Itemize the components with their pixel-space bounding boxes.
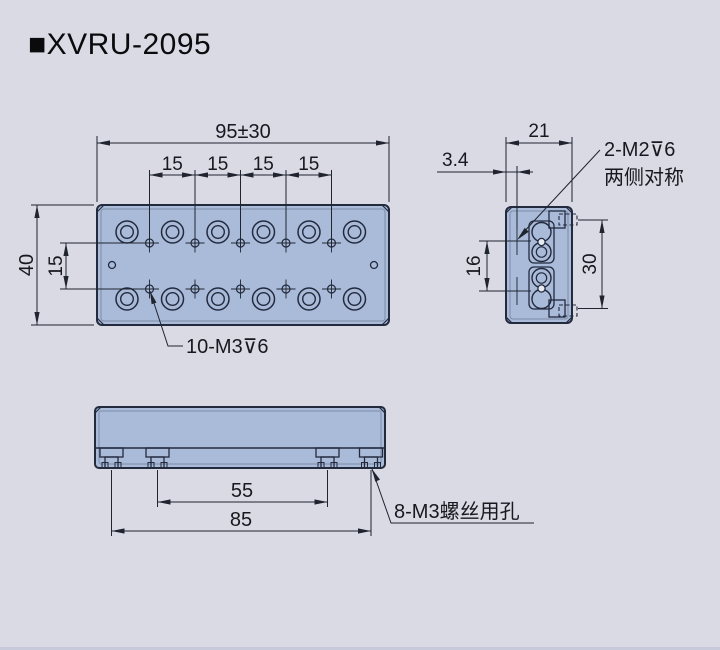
dim-text-55: 55 (231, 480, 253, 502)
dim-text-95: 95±30 (215, 121, 270, 143)
dim-text-3-4: 3.4 (442, 150, 469, 171)
mounting-slots (99, 447, 384, 469)
top-view-inner-edge (100, 208, 386, 322)
dim-40: 40 (16, 204, 94, 326)
top-view-corner-chamfers (96, 204, 390, 326)
dim-30: 30 (578, 219, 608, 309)
dim-text-15-4: 15 (298, 154, 319, 175)
front-view-inner-edge (98, 410, 382, 465)
side-view-corner-chamfers (505, 206, 573, 324)
dim-row-15: 15 (46, 242, 153, 290)
label-text-2-m2: 2-M2⊽6 (604, 139, 675, 161)
label-10-m3: 10-M3⊽6 (149, 290, 268, 358)
dim-text-15-3: 15 (253, 154, 274, 175)
side-view-inner-edge (509, 210, 569, 320)
side-pin-hole-right (369, 260, 379, 270)
dim-85: 85 (111, 470, 372, 536)
dim-21: 21 (505, 121, 573, 202)
label-text-symmetric: 两侧对称 (604, 166, 684, 189)
dim-pitch-15: 15 15 15 15 (149, 154, 332, 247)
side-pin-hole-left (107, 260, 117, 270)
mounting-slot (315, 447, 340, 469)
dim-55: 55 (157, 470, 328, 507)
side-screw-boss-top (548, 210, 578, 229)
dim-text-15-1: 15 (162, 154, 183, 175)
label-8-m3: 8-M3螺丝用孔 (371, 468, 534, 524)
front-view-body (94, 406, 386, 469)
label-text-10-m3: 10-M3⊽6 (186, 336, 268, 358)
dim-text-85: 85 (230, 509, 252, 531)
dim-text-15-2: 15 (207, 154, 228, 175)
mounting-slot (358, 447, 384, 469)
dim-text-16: 16 (464, 255, 485, 276)
side-view-body (505, 206, 573, 324)
hole-cluster-top (528, 220, 555, 264)
dim-3-4: 3.4 (437, 150, 533, 229)
top-view-body (96, 204, 390, 326)
dim-text-row-15: 15 (46, 255, 67, 276)
front-view-corner-chamfers (94, 406, 386, 414)
label-2-m2: 2-M2⊽6 两侧对称 (517, 139, 684, 240)
top-view: 95±30 15 15 15 15 (16, 121, 390, 358)
bottom-edge-strip (0, 647, 720, 650)
dim-text-21: 21 (528, 121, 549, 142)
front-view: 55 85 8-M3螺丝用孔 (94, 406, 534, 536)
hole-cluster-bottom (528, 266, 555, 310)
mounting-slot (99, 447, 124, 469)
dim-text-40: 40 (16, 254, 38, 276)
side-view: 21 3.4 16 30 (437, 121, 684, 324)
mounting-slot (145, 447, 170, 469)
label-text-8-m3: 8-M3螺丝用孔 (394, 500, 520, 523)
page-title: ■XVRU-2095 (28, 28, 211, 61)
dim-text-30: 30 (580, 253, 601, 274)
dim-16: 16 (464, 240, 531, 292)
dim-95: 95±30 (96, 121, 390, 202)
